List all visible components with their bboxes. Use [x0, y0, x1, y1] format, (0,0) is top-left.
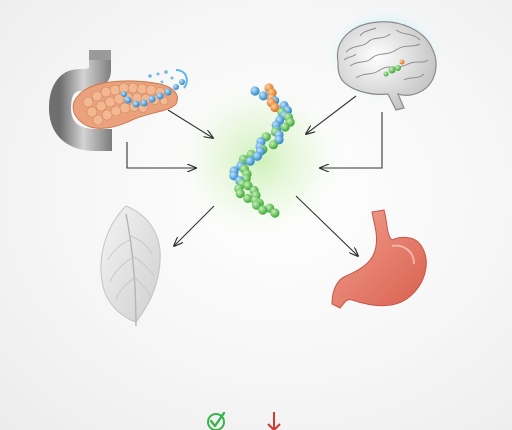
peptide-bead: [250, 86, 260, 96]
peptide-bead: [252, 200, 262, 210]
edge-peptide-to-leaf: [174, 205, 215, 246]
pancreas-icon: [48, 50, 188, 151]
edge-pancreas-to-peptide: [167, 109, 213, 138]
peptide-chain-icon: [229, 83, 295, 218]
peptide-bead: [258, 91, 268, 101]
edge-peptide-to-stomach: [295, 195, 358, 256]
stomach-icon: [331, 209, 427, 309]
edge-brain-to-peptide-elbow: [320, 112, 383, 168]
peptide-bead: [245, 156, 255, 166]
peptide-bead: [235, 188, 245, 199]
peptide-bead: [258, 205, 268, 215]
peptide-bead: [270, 102, 280, 113]
peptide-bead: [268, 140, 278, 150]
arrow-down-icon: [267, 412, 281, 430]
brain-icon: [336, 21, 437, 111]
peptide-bead: [280, 122, 290, 132]
peptide-bead: [243, 193, 253, 203]
peptide-bead: [243, 181, 253, 191]
peptide-bead: [252, 151, 262, 161]
leaf-icon: [100, 205, 161, 327]
peptide-bead: [270, 208, 280, 218]
edge-pancreas-to-peptide-elbow: [126, 142, 196, 168]
checkmark-icon: [207, 411, 226, 430]
edge-brain-to-peptide: [306, 95, 357, 134]
